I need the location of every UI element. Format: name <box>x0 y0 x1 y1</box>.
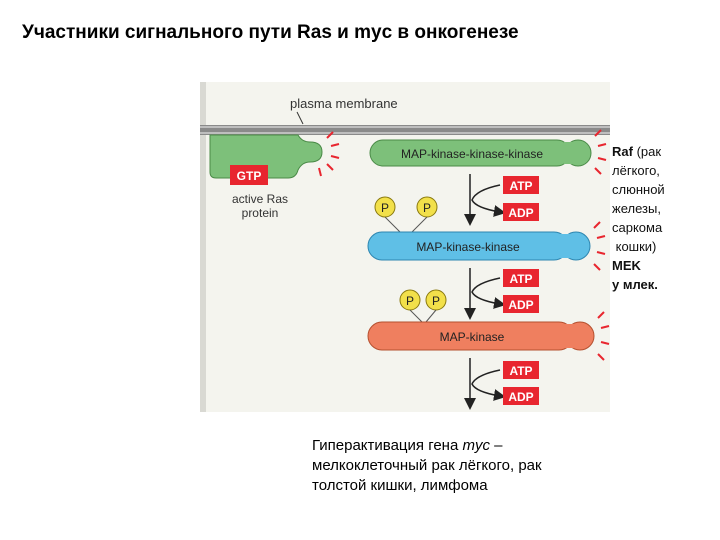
atp-adp-curve-1 <box>471 184 506 217</box>
raf-mek-note: Raf (рак лёгкого, слюнной железы, сарком… <box>612 142 665 294</box>
phosphate-link-2a <box>409 309 423 323</box>
adp-box-3 <box>503 387 539 405</box>
mapk-activation-burst <box>597 311 610 361</box>
adp-label-2: ADP <box>508 298 533 312</box>
ras-activation-burst <box>318 131 340 177</box>
mapkk-neck <box>560 234 572 258</box>
adp-label-3: ADP <box>508 390 533 404</box>
phosphate-label-2b: P <box>432 294 440 308</box>
mapkkk-neck <box>564 142 574 164</box>
phosphate-label-2a: P <box>406 294 414 308</box>
myc-note: Гиперактивация гена myc – мелкоклеточный… <box>312 436 612 496</box>
myc-note-line-3: толстой кишки, лимфома <box>312 477 488 494</box>
phosphate-link-2b <box>425 309 437 323</box>
note-line-6: кошки) <box>612 239 657 254</box>
phosphate-link-1a <box>384 216 401 233</box>
atp-label-3: ATP <box>509 364 532 378</box>
phosphate-label-1b: P <box>423 201 431 215</box>
note-line-8: у млек. <box>612 277 658 292</box>
myc-gene-name: myc <box>462 437 490 454</box>
atp-label-2: ATP <box>509 272 532 286</box>
plasma-membrane <box>200 125 610 135</box>
note-line-1-rest: (рак <box>632 144 662 159</box>
myc-note-prefix: Гиперактивация гена <box>312 437 463 454</box>
atp-label-1: ATP <box>509 179 532 193</box>
mapkk-activation-burst <box>593 221 606 271</box>
note-line-3: слюнной <box>612 182 665 197</box>
note-line-1: Raf (рак <box>612 142 665 161</box>
membrane-label: plasma membrane <box>290 96 398 111</box>
mapk-label: MAP-kinase <box>440 330 505 344</box>
mapkk-label: MAP-kinase-kinase <box>416 240 520 254</box>
mapk-neck <box>564 324 576 348</box>
myc-note-suffix: – <box>489 437 503 454</box>
adp-box-2 <box>503 295 539 313</box>
gtp-label: GTP <box>237 169 262 183</box>
ras-map-kinase-diagram: plasma membrane GTP active Ras protein M… <box>200 82 610 412</box>
note-line-2: лёгкого, <box>612 163 660 178</box>
gtp-box <box>230 165 268 185</box>
phosphate-link-1b <box>411 216 428 233</box>
ras-label-line2: protein <box>242 206 279 220</box>
atp-adp-curve-3 <box>471 369 506 401</box>
myc-note-line-2: мелкоклеточный рак лёгкого, рак <box>312 457 542 474</box>
page-title: Участники сигнального пути Ras и myc в о… <box>22 22 519 43</box>
atp-box-1 <box>503 176 539 194</box>
note-line-4: железы, <box>612 201 661 216</box>
membrane-pointer <box>296 111 304 125</box>
atp-box-2 <box>503 269 539 287</box>
mapkkk-activation-burst <box>594 129 607 175</box>
adp-box-1 <box>503 203 539 221</box>
mapkkk-label: MAP-kinase-kinase-kinase <box>401 147 543 161</box>
atp-adp-curve-2 <box>471 277 506 309</box>
mek-label: MEK <box>612 258 641 273</box>
adp-label-1: ADP <box>508 206 533 220</box>
note-line-5: саркома <box>612 220 663 235</box>
ras-label-line1: active Ras <box>232 192 288 206</box>
raf-label: Raf <box>612 144 633 159</box>
phosphate-label-1a: P <box>381 201 389 215</box>
diagram-left-edge <box>200 82 206 412</box>
atp-box-3 <box>503 361 539 379</box>
myc-note-line-1: Гиперактивация гена myc – <box>312 436 612 456</box>
